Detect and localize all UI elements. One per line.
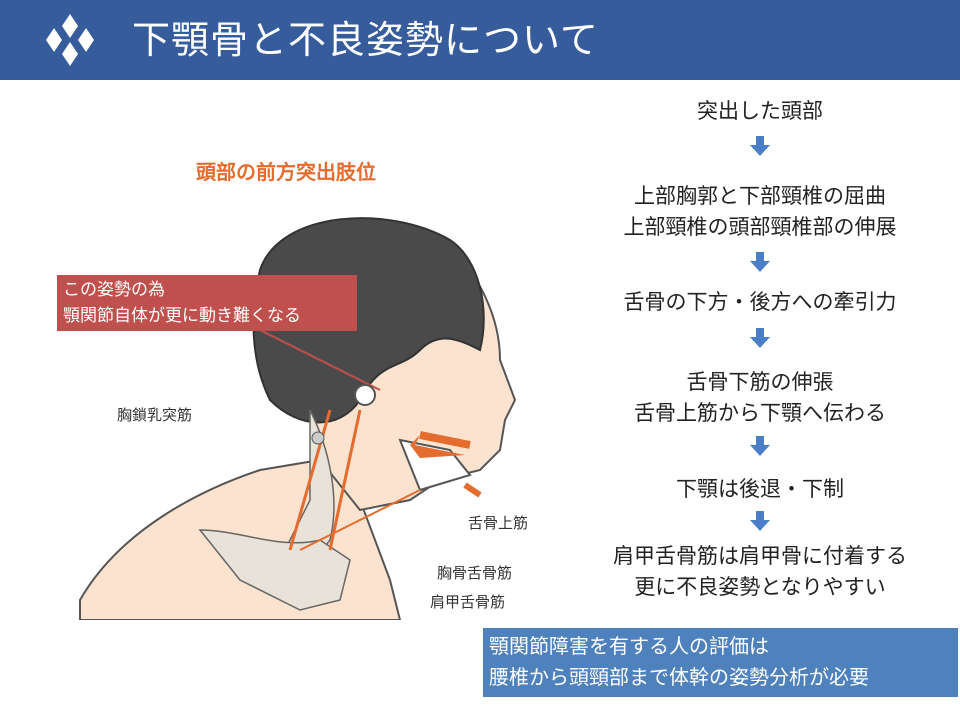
down-arrow-icon — [750, 328, 770, 348]
head-posture-illustration — [79, 217, 517, 620]
flow-text: 突出した頭部 — [697, 99, 823, 123]
slide-title: 下顎骨と不良姿勢について — [132, 18, 599, 62]
flow-text: 舌骨下筋の伸張 — [686, 370, 834, 394]
diamond-cluster-icon — [46, 14, 94, 66]
conclusion-line-2: 腰椎から頭頸部まで体幹の姿勢分析が必要 — [489, 665, 869, 689]
illustration-subtitle: 頭部の前方突出肢位 — [196, 160, 376, 184]
slide-header: 下顎骨と不良姿勢について — [0, 0, 960, 80]
callout-line-1: この姿勢の為 — [63, 280, 165, 300]
flow-text: 舌骨の下方・後方への牽引力 — [623, 290, 897, 314]
callout-box: この姿勢の為 顎関節自体が更に動き難くなる — [57, 275, 357, 331]
flow-text: 上部胸郭と下部頸椎の屈曲 — [634, 184, 886, 208]
flow-step-3: 舌骨の下方・後方への牽引力 — [580, 287, 940, 318]
label-omohyoid: 肩甲舌骨筋 — [430, 593, 506, 611]
down-arrow-icon — [750, 511, 770, 531]
conclusion-line-1: 顎関節障害を有する人の評価は — [489, 634, 769, 658]
down-arrow-icon — [750, 436, 770, 456]
callout-line-2: 顎関節自体が更に動き難くなる — [63, 306, 301, 326]
down-arrow-icon — [750, 136, 770, 156]
flow-text: 更に不良姿勢となりやすい — [634, 575, 886, 599]
label-sternocleidomastoid: 胸鎖乳突筋 — [117, 406, 193, 424]
label-sternohyoid: 胸骨舌骨筋 — [437, 564, 513, 582]
flow-step-4: 舌骨下筋の伸張 舌骨上筋から下顎へ伝わる — [580, 367, 940, 429]
flow-step-1: 突出した頭部 — [580, 96, 940, 127]
down-arrow-icon — [750, 252, 770, 272]
flow-step-5: 下顎は後退・下制 — [580, 474, 940, 505]
conclusion-box: 顎関節障害を有する人の評価は 腰椎から頭頸部まで体幹の姿勢分析が必要 — [483, 628, 958, 697]
flow-step-2: 上部胸郭と下部頸椎の屈曲 上部頸椎の頭部頸椎部の伸展 — [580, 181, 940, 243]
flow-text: 舌骨上筋から下顎へ伝わる — [634, 401, 886, 425]
flow-text: 上部頸椎の頭部頸椎部の伸展 — [623, 215, 897, 239]
flow-text: 下顎は後退・下制 — [676, 477, 844, 501]
flow-step-6: 肩甲舌骨筋は肩甲骨に付着する 更に不良姿勢となりやすい — [580, 541, 940, 603]
flow-text: 肩甲舌骨筋は肩甲骨に付着する — [613, 544, 907, 568]
label-suprahyoid: 舌骨上筋 — [468, 514, 529, 532]
